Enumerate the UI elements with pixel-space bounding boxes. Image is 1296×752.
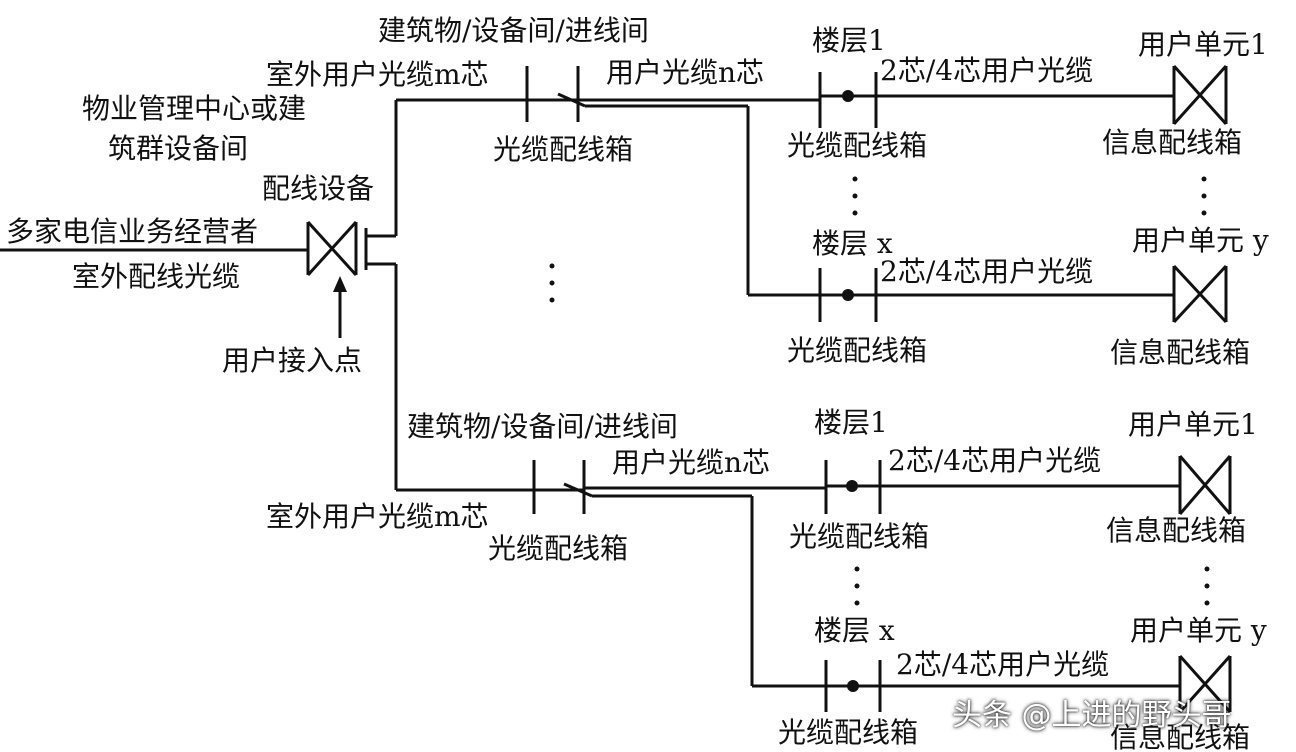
label-building-room-upper: 建筑物/设备间/进线间 <box>378 14 649 47</box>
label-operators: 多家电信业务经营者 <box>6 215 258 248</box>
label-cable24-upper1: 2芯/4芯用户光缆 <box>880 54 1093 87</box>
label-user-cable-upper: 用户光缆n芯 <box>606 56 764 89</box>
label-outdoor-user-cable-lower: 室外用户光缆m芯 <box>266 500 489 533</box>
label-info-box-upper-u1: 信息配线箱 <box>1102 126 1242 159</box>
lower-unit1-info-box <box>1178 455 1232 515</box>
label-fiber-box-upper-bldg: 光缆配线箱 <box>493 133 633 166</box>
upper-floor1-box <box>818 72 878 128</box>
label-unity-lower: 用户单元 y <box>1130 614 1267 647</box>
label-cable24-upperx: 2芯/4芯用户光缆 <box>880 255 1093 288</box>
lower-floor1-box <box>824 460 882 514</box>
label-fiber-box-lower-bldg: 光缆配线箱 <box>488 532 628 565</box>
label-cable24-lowerx: 2芯/4芯用户光缆 <box>896 648 1109 681</box>
label-info-box-upper-uy: 信息配线箱 <box>1110 336 1250 369</box>
label-floor1-upper: 楼层1 <box>812 24 886 57</box>
label-unit1-lower: 用户单元1 <box>1128 408 1258 441</box>
label-unit1-upper: 用户单元1 <box>1138 28 1268 61</box>
label-outdoor-user-cable-upper: 室外用户光缆m芯 <box>266 58 489 91</box>
label-fiber-box-lower-f1: 光缆配线箱 <box>789 520 929 553</box>
label-user-access-point: 用户接入点 <box>222 344 362 377</box>
user-access-point-device <box>306 220 368 277</box>
label-user-cable-lower: 用户光缆n芯 <box>612 446 770 479</box>
label-fiber-box-upper-f1: 光缆配线箱 <box>787 129 927 162</box>
upper-building-fiber-box <box>525 66 580 122</box>
label-distribution-equipment: 配线设备 <box>262 172 374 205</box>
lower-floorx-box <box>824 660 882 712</box>
lower-unity-info-box <box>1178 655 1232 713</box>
label-cable24-lower1: 2芯/4芯用户光缆 <box>888 444 1101 477</box>
access-point-arrow <box>333 276 347 338</box>
lower-building-fiber-box <box>532 460 586 514</box>
label-floorx-lower: 楼层 x <box>814 614 895 647</box>
label-unity-upper: 用户单元 y <box>1132 224 1269 257</box>
label-floor1-lower: 楼层1 <box>814 406 888 439</box>
label-building-room-lower: 建筑物/设备间/进线间 <box>407 410 678 443</box>
label-fiber-box-upper-fx: 光缆配线箱 <box>787 334 927 367</box>
ellipsis-dots <box>549 176 1210 606</box>
label-property-center-2: 筑群设备间 <box>108 132 248 165</box>
label-property-center-1: 物业管理中心或建 <box>82 92 306 125</box>
upper-unity-info-box <box>1172 264 1228 324</box>
watermark: 头条 @上进的野头哥 <box>952 698 1232 733</box>
label-fiber-box-lower-fx: 光缆配线箱 <box>778 716 918 749</box>
label-floorx-upper: 楼层 x <box>812 227 893 260</box>
label-info-box-lower-uy: 信息配线箱 <box>1110 721 1250 752</box>
label-info-box-lower-u1: 信息配线箱 <box>1106 514 1246 547</box>
label-outdoor-distribution-cable: 室外配线光缆 <box>72 260 240 293</box>
upper-floorx-box <box>818 268 878 322</box>
upper-unit1-info-box <box>1172 64 1228 126</box>
